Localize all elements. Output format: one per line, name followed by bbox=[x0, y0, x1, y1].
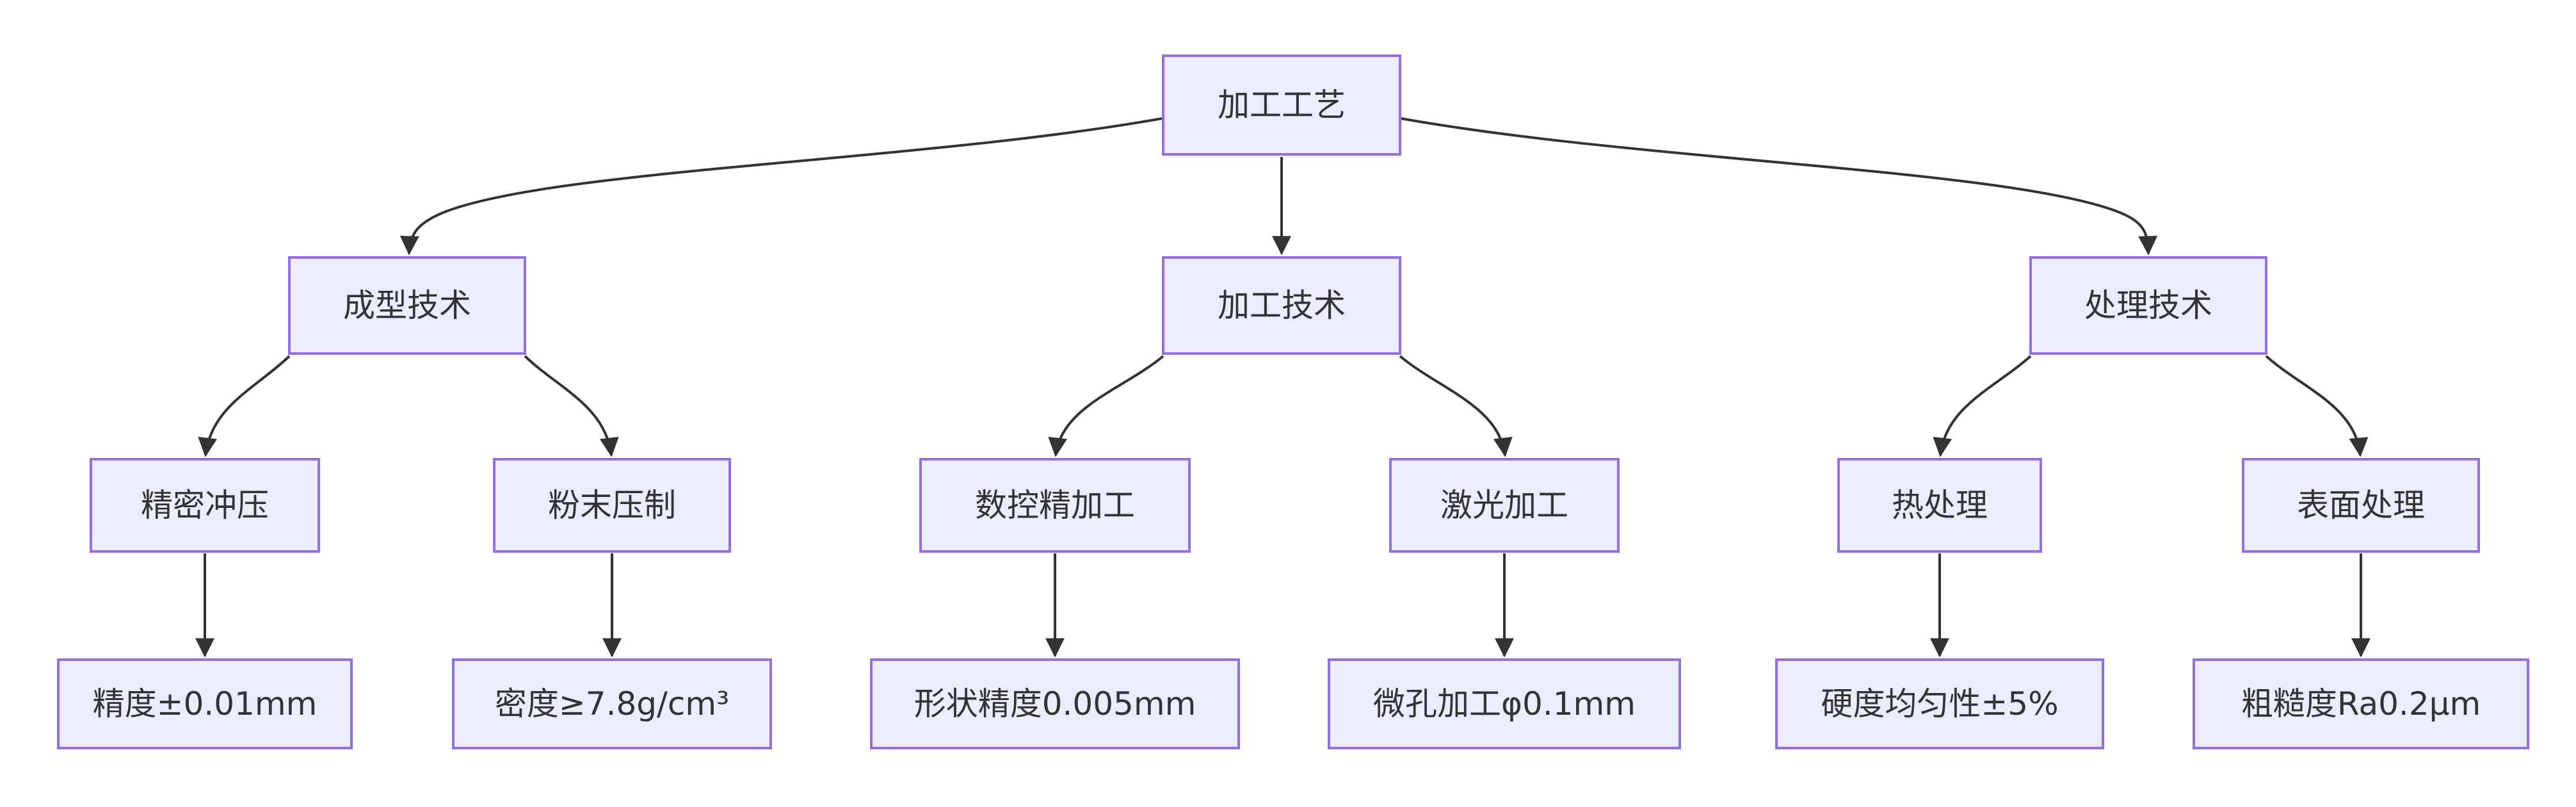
node-treatment-tech: 处理技术 bbox=[2029, 256, 2267, 355]
node-heat-treatment-label: 热处理 bbox=[1892, 487, 1988, 524]
edge-treatment-heat bbox=[1933, 355, 2032, 457]
edge-forming-powder bbox=[524, 355, 619, 457]
node-cnc-finishing: 数控精加工 bbox=[919, 458, 1191, 553]
node-heat-treatment: 热处理 bbox=[1837, 458, 2042, 553]
node-surface-treatment: 表面处理 bbox=[2242, 458, 2480, 553]
node-forming-tech: 成型技术 bbox=[288, 256, 526, 355]
node-machining-tech-label: 加工技术 bbox=[1218, 287, 1346, 324]
node-cnc-spec-label: 形状精度0.005mm bbox=[914, 685, 1196, 722]
node-laser-machining-label: 激光加工 bbox=[1440, 487, 1568, 524]
node-heat-spec-label: 硬度均匀性±5% bbox=[1821, 685, 2059, 722]
node-machining-tech: 加工技术 bbox=[1162, 256, 1401, 355]
node-surface-spec-label: 粗糙度Ra0.2μm bbox=[2241, 685, 2481, 722]
edge-root-treatment bbox=[1401, 117, 2158, 256]
node-cnc-finishing-label: 数控精加工 bbox=[975, 487, 1135, 524]
node-precision-stamping-label: 精密冲压 bbox=[141, 487, 269, 524]
edge-forming-stamping bbox=[198, 355, 291, 457]
node-powder-pressing-label: 粉末压制 bbox=[548, 487, 676, 524]
node-laser-spec: 微孔加工φ0.1mm bbox=[1328, 658, 1681, 749]
node-stamping-spec-label: 精度±0.01mm bbox=[92, 685, 318, 722]
node-powder-pressing: 粉末压制 bbox=[493, 458, 731, 553]
node-surface-spec: 粗糙度Ra0.2μm bbox=[2193, 658, 2529, 749]
node-surface-treatment-label: 表面处理 bbox=[2297, 487, 2425, 524]
node-laser-spec-label: 微孔加工φ0.1mm bbox=[1373, 685, 1636, 722]
node-treatment-tech-label: 处理技术 bbox=[2084, 287, 2212, 324]
node-root-label: 加工工艺 bbox=[1218, 86, 1346, 124]
node-forming-tech-label: 成型技术 bbox=[343, 287, 471, 324]
edge-root-forming bbox=[399, 117, 1163, 256]
edge-treatment-surface bbox=[2265, 355, 2369, 457]
node-heat-spec: 硬度均匀性±5% bbox=[1775, 658, 2104, 749]
node-powder-spec: 密度≥7.8g/cm³ bbox=[452, 658, 772, 749]
node-root: 加工工艺 bbox=[1162, 54, 1401, 156]
node-precision-stamping: 精密冲压 bbox=[90, 458, 320, 553]
edge-machining-laser bbox=[1399, 355, 1513, 457]
edge-machining-cnc bbox=[1048, 355, 1164, 457]
node-stamping-spec: 精度±0.01mm bbox=[57, 658, 353, 749]
node-powder-spec-label: 密度≥7.8g/cm³ bbox=[494, 685, 730, 722]
node-laser-machining: 激光加工 bbox=[1389, 458, 1620, 553]
node-cnc-spec: 形状精度0.005mm bbox=[870, 658, 1240, 749]
